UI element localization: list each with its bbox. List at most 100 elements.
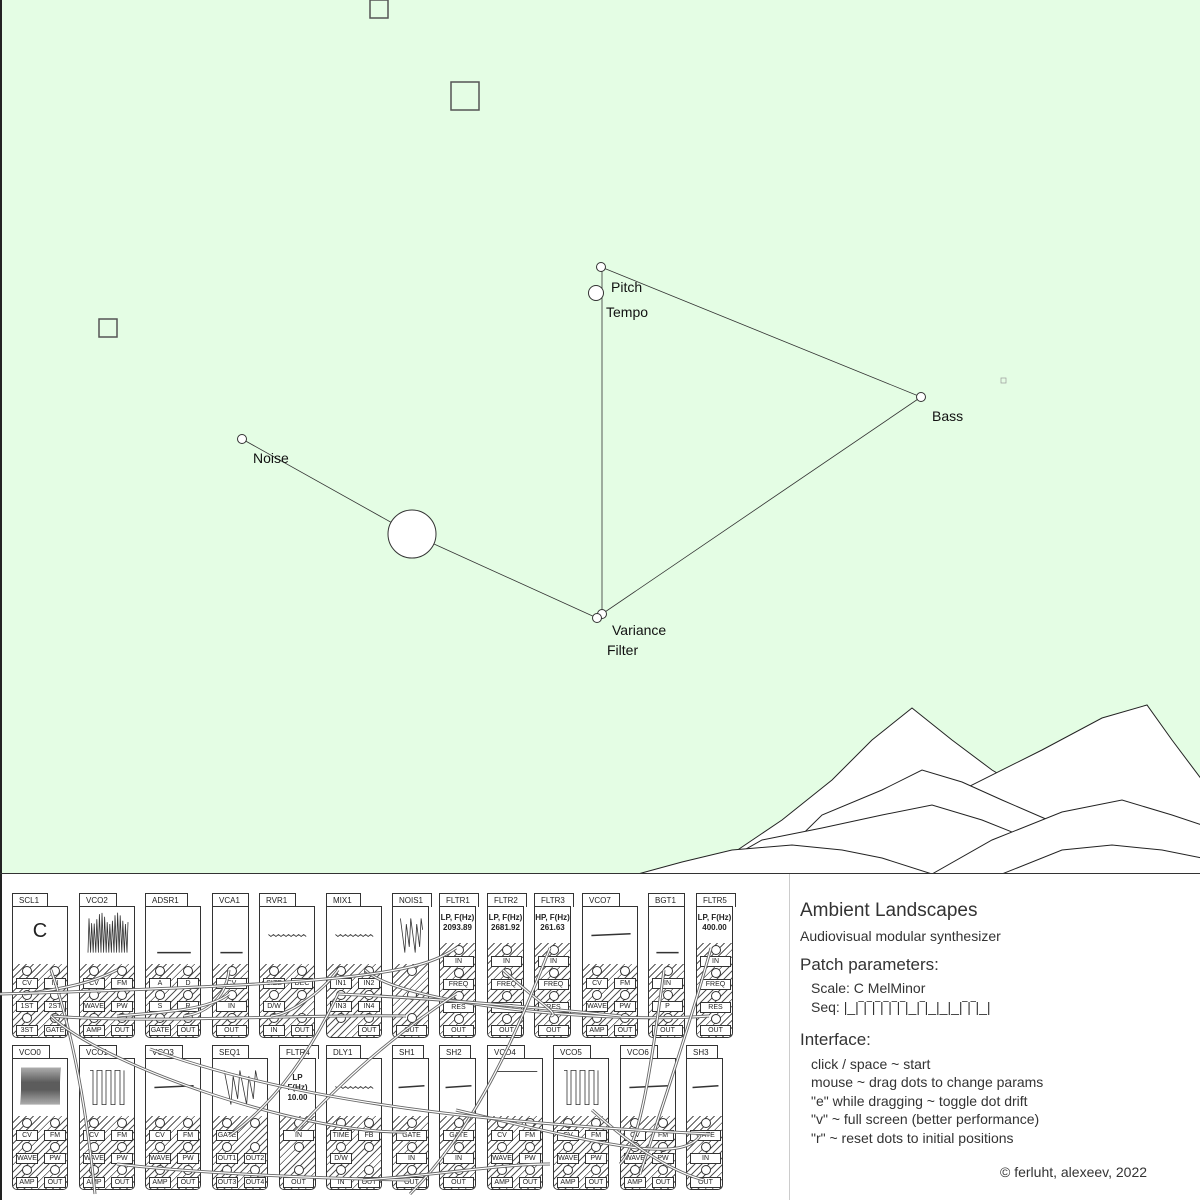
jack-port[interactable] xyxy=(406,966,417,976)
jack-port[interactable] xyxy=(453,945,464,955)
jack-port[interactable] xyxy=(183,989,193,1000)
jack-port[interactable] xyxy=(269,966,279,976)
jack-port[interactable] xyxy=(269,989,279,1000)
jack-port[interactable] xyxy=(548,945,559,955)
jack-port[interactable] xyxy=(591,1165,601,1176)
module-tab[interactable]: VCO6 xyxy=(620,1045,658,1059)
noise-dot[interactable] xyxy=(237,434,247,444)
jack-port[interactable] xyxy=(297,1013,307,1024)
jack-port[interactable] xyxy=(22,1118,32,1128)
module-tab[interactable]: MIX1 xyxy=(326,893,361,907)
jack-port[interactable] xyxy=(710,945,721,955)
pitch-dot[interactable] xyxy=(596,262,606,272)
jack-port[interactable] xyxy=(620,989,630,1000)
jack-port[interactable] xyxy=(155,1013,165,1024)
jack-port[interactable] xyxy=(710,991,721,1001)
module-tab[interactable]: SCL1 xyxy=(12,893,49,907)
jack-port[interactable] xyxy=(293,1165,304,1176)
jack-port[interactable] xyxy=(22,1013,32,1024)
module-tab[interactable]: FLTR5 xyxy=(696,893,736,907)
module-tab[interactable]: VCO2 xyxy=(79,893,117,907)
jack-port[interactable] xyxy=(50,1118,60,1128)
jack-port[interactable] xyxy=(117,1141,127,1152)
module-tab[interactable]: VCA1 xyxy=(212,893,249,907)
jack-port[interactable] xyxy=(155,1165,165,1176)
jack-port[interactable] xyxy=(222,1165,232,1176)
jack-port[interactable] xyxy=(336,1118,346,1128)
jack-port[interactable] xyxy=(662,966,673,976)
jack-port[interactable] xyxy=(620,966,630,976)
jack-port[interactable] xyxy=(50,1165,60,1176)
jack-port[interactable] xyxy=(50,989,60,1000)
jack-port[interactable] xyxy=(336,989,346,1000)
jack-port[interactable] xyxy=(183,1013,193,1024)
jack-port[interactable] xyxy=(155,1118,165,1128)
jack-port[interactable] xyxy=(89,1118,99,1128)
jack-port[interactable] xyxy=(630,1141,640,1152)
jack-port[interactable] xyxy=(22,966,32,976)
module-tab[interactable]: FLTR3 xyxy=(534,893,574,907)
jack-port[interactable] xyxy=(297,989,307,1000)
jack-port[interactable] xyxy=(336,1165,346,1176)
jack-port[interactable] xyxy=(406,989,417,1000)
bass-dot[interactable] xyxy=(916,392,926,402)
jack-port[interactable] xyxy=(548,1014,559,1024)
module-tab[interactable]: RVR1 xyxy=(259,893,297,907)
jack-port[interactable] xyxy=(89,1013,99,1024)
jack-port[interactable] xyxy=(497,1141,507,1152)
jack-port[interactable] xyxy=(297,966,307,976)
jack-port[interactable] xyxy=(662,1013,673,1024)
jack-port[interactable] xyxy=(155,989,165,1000)
jack-port[interactable] xyxy=(406,1141,417,1152)
module-tab[interactable]: SH3 xyxy=(686,1045,718,1059)
jack-port[interactable] xyxy=(548,991,559,1001)
jack-port[interactable] xyxy=(250,1118,260,1128)
jack-port[interactable] xyxy=(155,966,165,976)
module-tab[interactable]: SEQ1 xyxy=(212,1045,250,1059)
center-dot[interactable] xyxy=(387,509,437,559)
jack-port[interactable] xyxy=(453,1014,464,1024)
jack-port[interactable] xyxy=(226,989,237,1000)
jack-port[interactable] xyxy=(700,1165,711,1176)
jack-port[interactable] xyxy=(548,968,559,978)
module-tab[interactable]: FLTR2 xyxy=(487,893,527,907)
jack-port[interactable] xyxy=(117,1013,127,1024)
module-tab[interactable]: VCO3 xyxy=(145,1045,183,1059)
jack-port[interactable] xyxy=(364,1118,374,1128)
module-tab[interactable]: BGT1 xyxy=(648,893,685,907)
jack-port[interactable] xyxy=(525,1141,535,1152)
jack-port[interactable] xyxy=(497,1118,507,1128)
jack-port[interactable] xyxy=(222,1141,232,1152)
jack-port[interactable] xyxy=(592,1013,602,1024)
jack-port[interactable] xyxy=(406,1118,417,1128)
jack-port[interactable] xyxy=(250,1165,260,1176)
jack-port[interactable] xyxy=(630,1165,640,1176)
jack-port[interactable] xyxy=(700,1118,711,1128)
tempo-dot[interactable] xyxy=(588,285,604,301)
jack-port[interactable] xyxy=(89,989,99,1000)
jack-port[interactable] xyxy=(501,968,512,978)
jack-port[interactable] xyxy=(658,1141,668,1152)
jack-port[interactable] xyxy=(50,1013,60,1024)
jack-port[interactable] xyxy=(336,966,346,976)
module-tab[interactable]: VCO0 xyxy=(12,1045,50,1059)
jack-port[interactable] xyxy=(183,1165,193,1176)
jack-port[interactable] xyxy=(117,1165,127,1176)
jack-port[interactable] xyxy=(453,1118,464,1128)
jack-port[interactable] xyxy=(563,1165,573,1176)
